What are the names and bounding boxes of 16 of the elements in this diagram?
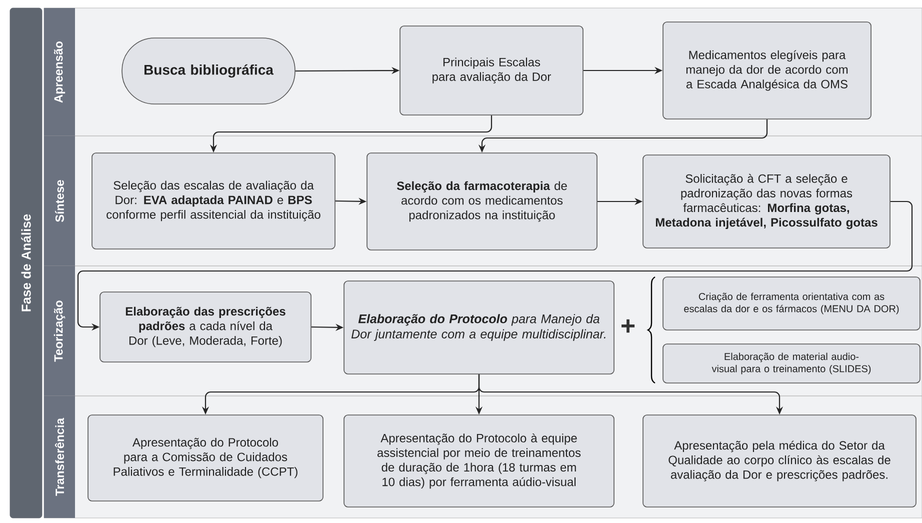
process-box: Apresentação pela médica do Setor da Qualidade ao corpo clínico às escalas de avaliação da Dor e prescrições padrões. xyxy=(642,414,916,508)
process-box: Principais Escalas para avaliação da Dor xyxy=(400,26,584,116)
start-terminal: Busca bibliográfica xyxy=(122,38,296,104)
process-box: Elaboração do Protocolo para Manejo da Dor juntamente com a equipe multidisciplinar. xyxy=(344,280,614,374)
process-box: Elaboração de material audio-visual para o treinamento (SLIDES) xyxy=(662,344,920,384)
process-box: Elaboração das prescrições padrões a cada nível da Dor (Leve, Moderada, Forte) xyxy=(100,292,312,362)
process-box: Medicamentos elegíveis para manejo da dor de acordo com a Escada Analgésica da OMS xyxy=(662,22,872,120)
plus-sign: + xyxy=(622,319,635,333)
process-box: Apresentação do Protocolo para a Comissão de Cuidados Paliativos e Terminalidade (CCPT) xyxy=(88,414,324,502)
process-box: Criação de ferramenta orientativa com as escalas da dor e os fármacos (MENU DA DOR) xyxy=(662,276,920,330)
phase-band: Fase de Análise xyxy=(10,8,42,518)
process-box: Apresentação do Protocolo à equipe assistencial por meio de treinamentos de duração de 1hora (18 turmas em 10 dias) por ferramenta aúdio-visual xyxy=(344,414,614,508)
node-label: Teorização xyxy=(54,300,66,362)
process-box: Seleção da farmacoterapia de acordo com os medicamentos padronizados na instituição xyxy=(366,152,598,250)
process-box: Seleção das escalas de avaliação da Dor: EVA adaptada PAINAD e BPS conforme perfil assitencial da instituição xyxy=(92,152,336,250)
process-box: Solicitação à CFT a seleção e padronização das novas formas farmacêuticas: Morfina gotas, Metadona injetável, Picossulfato gotas xyxy=(642,154,890,248)
